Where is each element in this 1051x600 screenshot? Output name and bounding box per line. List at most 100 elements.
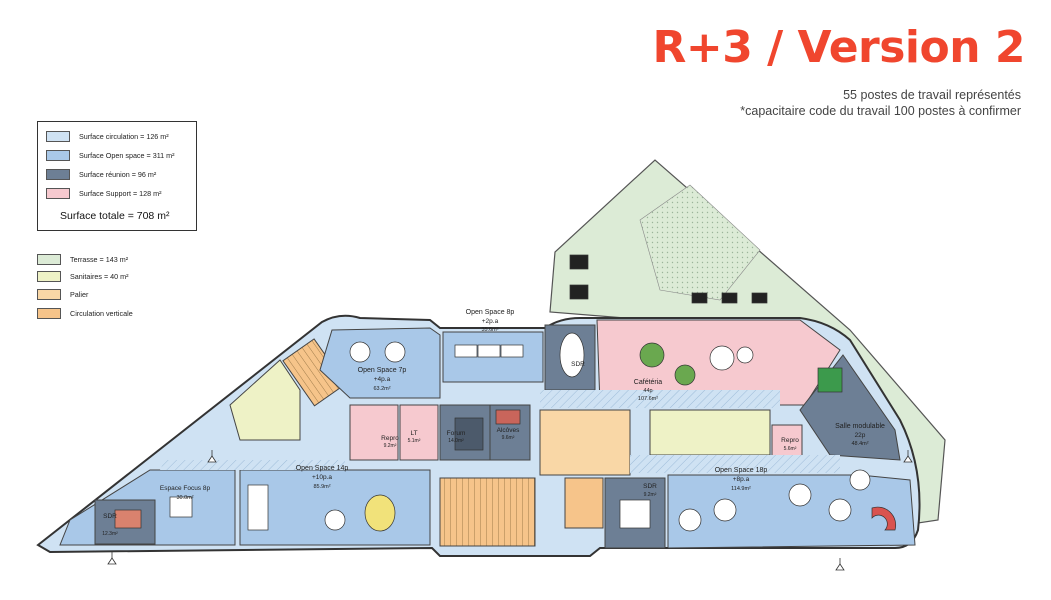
legend-item-sanitaires: Sanitaires = 40 m² — [37, 270, 129, 282]
label-lt-area: 5.1m² — [408, 438, 421, 444]
legend-swatch — [46, 187, 70, 199]
table-icon — [788, 483, 812, 507]
subtitle-capacity: *capacitaire code du travail 100 postes … — [740, 104, 1021, 118]
label-open-space-14-name: Open Space 14p — [296, 465, 349, 472]
legend-label: Palier — [70, 289, 89, 299]
table-icon — [349, 341, 371, 363]
label-sdr-left-area: 12.3m² — [102, 531, 118, 537]
room-labels: Open Space 8p +2p.a 35.6m² Open Space 7p… — [102, 309, 885, 537]
table-icon — [495, 409, 521, 425]
label-open-space-7-seats: +4p.a — [374, 376, 391, 383]
open-space-18-zone — [667, 474, 916, 549]
lift-shaft — [564, 477, 604, 529]
table-icon — [721, 292, 738, 304]
label-sdr-left-name: SDR — [103, 513, 117, 520]
table-icon — [114, 509, 142, 529]
label-repro-right-name: Repro — [781, 437, 799, 444]
repro-right-room — [771, 424, 803, 461]
label-repro-left-area: 9.2m² — [384, 443, 397, 449]
table-icon — [454, 344, 478, 358]
table-icon — [678, 508, 702, 532]
subtitle-workstations: 55 postes de travail représentés — [843, 88, 1021, 102]
lt-room — [399, 404, 439, 461]
table-icon — [751, 292, 768, 304]
legend-label: Surface réunion = 96 m² — [79, 169, 157, 179]
table-icon — [709, 345, 735, 371]
table-icon — [569, 284, 589, 300]
label-repro-left-name: Repro — [381, 435, 399, 442]
legend-label: Surface Support = 128 m² — [79, 188, 162, 198]
label-alcoves-area: 9.6m² — [502, 435, 515, 441]
table-icon — [384, 341, 406, 363]
label-open-space-7-area: 63.2m² — [373, 386, 390, 392]
table-icon — [569, 254, 589, 270]
label-forum-name: Forum — [447, 430, 466, 437]
furniture — [114, 254, 896, 532]
label-open-space-18-name: Open Space 18p — [715, 467, 768, 474]
table-icon — [324, 509, 346, 531]
legend-swatch — [37, 288, 61, 300]
table-icon — [477, 344, 501, 358]
table-icon — [619, 499, 651, 529]
label-open-space-8-area: 35.6m² — [481, 327, 498, 333]
repro-left-room — [349, 404, 399, 461]
label-sdr-bottom-area: 9.2m² — [644, 492, 657, 498]
legend-swatch — [37, 270, 61, 282]
table-icon — [500, 344, 524, 358]
legend-swatch — [46, 168, 70, 180]
table-icon — [828, 498, 852, 522]
legend-label: Circulation verticale — [70, 308, 133, 318]
legend-item-reunion: Surface réunion = 96 m² — [46, 168, 156, 180]
label-cafeteria-seats: 44p — [643, 388, 652, 394]
table-icon — [639, 342, 665, 368]
legend-label: Surface Open space = 311 m² — [79, 150, 175, 160]
surface-legend: Surface circulation = 126 m² Surface Ope… — [37, 121, 197, 231]
label-sdr-bottom-name: SDR — [643, 483, 657, 490]
sdr-left-room — [94, 499, 156, 545]
legend-swatch — [46, 149, 70, 161]
sanitaires-center — [649, 409, 771, 456]
table-icon — [364, 494, 396, 532]
legend-label: Terrasse = 143 m² — [70, 254, 129, 264]
table-icon — [713, 498, 737, 522]
sanitaires-left — [229, 359, 301, 441]
legend-item-terrasse: Terrasse = 143 m² — [37, 253, 128, 265]
label-open-space-7-name: Open Space 7p — [358, 367, 407, 374]
label-alcoves-name: Alcôves — [497, 427, 521, 434]
label-repro-right-area: 5.6m² — [784, 446, 797, 452]
label-cafeteria-name: Cafétéria — [634, 379, 663, 386]
page-title: R+3 / Version 2 — [652, 22, 1025, 73]
table-icon — [817, 367, 843, 393]
corridor-hatch — [540, 390, 780, 408]
label-forum-area: 14.0m² — [448, 438, 464, 444]
label-espace-focus-name: Espace Focus 8p — [160, 485, 211, 492]
legend-total: Surface totale = 708 m² — [60, 210, 170, 222]
table-icon — [849, 469, 871, 491]
label-salle-modulable-name: Salle modulable — [835, 423, 885, 430]
corridor-hatch — [630, 455, 840, 473]
legend-item-support: Surface Support = 128 m² — [46, 187, 162, 199]
table-icon — [247, 484, 269, 531]
label-lt-name: LT — [410, 430, 417, 437]
table-icon — [169, 496, 193, 518]
palier-zone — [539, 409, 631, 476]
label-open-space-14-seats: +10p.a — [312, 474, 332, 481]
legend-item-palier: Palier — [37, 288, 88, 300]
label-salle-modulable-area: 48.4m² — [851, 441, 868, 447]
legend-item-circulation: Surface circulation = 126 m² — [46, 130, 169, 142]
label-salle-modulable-seats: 22p — [855, 432, 866, 439]
stair-center — [439, 477, 536, 547]
legend-swatch — [46, 130, 70, 142]
legend-label: Sanitaires = 40 m² — [70, 271, 129, 281]
legend-swatch — [37, 307, 61, 319]
label-espace-focus-area: 30.0m² — [176, 495, 193, 501]
open-space-14-zone — [239, 469, 431, 546]
north-arrow-icon — [107, 450, 913, 571]
legend-label: Surface circulation = 126 m² — [79, 131, 169, 141]
table-icon — [691, 292, 708, 304]
label-open-space-18-seats: +8p.a — [733, 476, 750, 483]
legend-item-circulation-verticale: Circulation verticale — [37, 307, 133, 319]
label-sdr-top-name: SDR — [571, 361, 585, 368]
legend-item-open-space: Surface Open space = 311 m² — [46, 149, 175, 161]
